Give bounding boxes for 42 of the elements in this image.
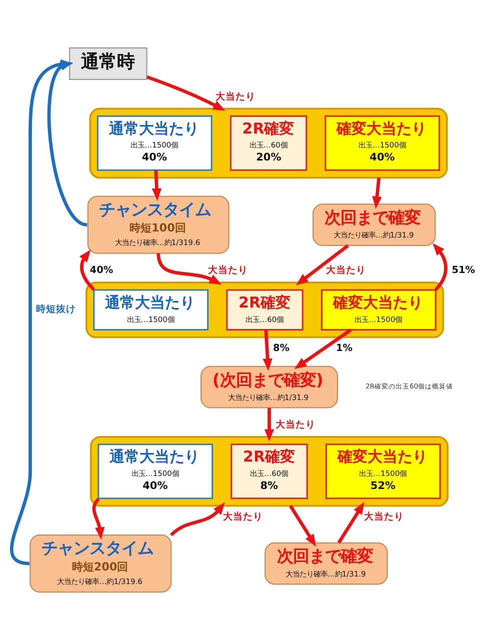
edge-label: 大当たり xyxy=(276,419,316,430)
node-box: 通常大当たり 出玉…1500個 xyxy=(93,289,209,330)
node-box: 通常大当たり 出玉…1500個 40% xyxy=(96,115,212,171)
cluster xyxy=(86,282,444,338)
node-box: チャンスタイム 時短100回 大当たり確率…約1/319.6 xyxy=(87,196,230,254)
cluster xyxy=(90,436,449,507)
edge-label: 40% xyxy=(90,265,114,276)
arrow xyxy=(262,330,272,371)
arrow xyxy=(170,502,225,536)
edge-label: 大当たり xyxy=(216,91,256,102)
arrow xyxy=(79,250,96,291)
node-box: 2R確変 出玉…60個 20% xyxy=(230,115,308,171)
arrow xyxy=(289,504,316,547)
node-box: 通常大当たり 出玉…1500個 40% xyxy=(98,444,214,500)
edge-label: 1% xyxy=(336,343,352,354)
node-box: 通常時 xyxy=(69,47,148,80)
arrow xyxy=(146,75,226,111)
arrow xyxy=(296,244,349,286)
edge-label: 大当たり xyxy=(223,512,264,523)
node-box: 次回まで確変 大当たり確率…約1/31.9 xyxy=(264,542,388,585)
node-box: 2R確変 出玉…60個 8% xyxy=(230,444,308,500)
arrow xyxy=(264,408,274,442)
arrow xyxy=(432,243,448,291)
arrow xyxy=(337,502,364,544)
node-box: チャンスタイム 時短200回 大当たり確率…約1/319.6 xyxy=(30,534,172,593)
edge-label: 大当たり xyxy=(364,512,404,523)
edge-label: 大当たり xyxy=(326,265,366,276)
arrow xyxy=(152,170,162,201)
arrow xyxy=(294,328,352,370)
cluster xyxy=(89,108,448,179)
node-box: 2R確変 出玉…60個 xyxy=(226,289,304,330)
edge-label: 時短抜け xyxy=(36,304,76,316)
node-box: 確変大当たり 出玉…1500個 40% xyxy=(324,115,440,171)
node-box: 確変大当たり 出玉…1500個 52% xyxy=(325,444,441,500)
edge-label: 大当たり xyxy=(208,265,248,276)
node-box: (次回まで確変) 大当たり確率…約1/31.9 xyxy=(200,366,338,408)
edge-label: 8% xyxy=(273,343,290,354)
node-box: 確変大当たり 出玉…1500個 xyxy=(320,289,436,330)
node-box: 次回まで確変 大当たり確率…約1/31.9 xyxy=(312,204,436,246)
edge-label: 51% xyxy=(452,265,476,276)
arrow xyxy=(372,177,382,209)
arrow xyxy=(92,498,105,540)
